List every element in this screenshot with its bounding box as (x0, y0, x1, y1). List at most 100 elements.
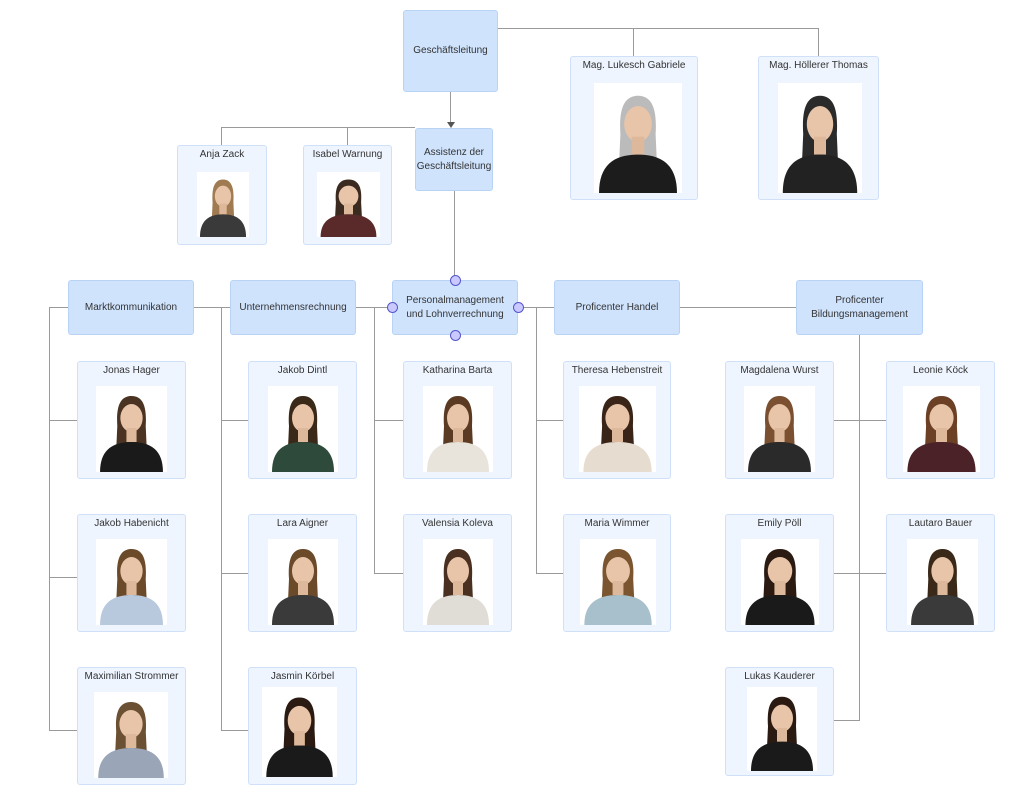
connector (221, 127, 415, 128)
connector (497, 28, 819, 29)
connection-handle-right[interactable] (513, 302, 524, 313)
dept-label: Proficenter Handel (575, 301, 659, 313)
person-name: Magdalena Wurst (740, 365, 819, 376)
person-silhouette-icon (272, 396, 334, 472)
dept-label: Marktkommunikation (84, 301, 178, 313)
person-card[interactable]: Jasmin Körbel (248, 667, 357, 785)
person-photo (744, 386, 815, 472)
person-photo (594, 83, 682, 193)
person-card[interactable]: Isabel Warnung (303, 145, 392, 245)
person-photo (747, 687, 817, 771)
person-silhouette-icon (427, 396, 489, 472)
person-card[interactable]: Jonas Hager (77, 361, 186, 479)
dept-label: Personalmanagement und Lohnverrechnung (406, 294, 504, 320)
person-silhouette-icon (782, 95, 858, 193)
person-card[interactable]: Maximilian Strommer (77, 667, 186, 785)
person-photo (317, 172, 380, 237)
person-name: Valensia Koleva (422, 518, 493, 529)
person-card[interactable]: Jakob Dintl (248, 361, 357, 479)
connector (49, 577, 77, 578)
connector (221, 730, 248, 731)
person-name: Katharina Barta (422, 365, 493, 376)
person-card[interactable]: Mag. Höllerer Thomas (758, 56, 879, 200)
dept-marktkommunikation[interactable]: Marktkommunikation (68, 280, 194, 335)
person-silhouette-icon (907, 396, 976, 472)
person-card[interactable]: Lara Aigner (248, 514, 357, 632)
person-name: Jonas Hager (103, 365, 160, 376)
person-name: Mag. Lukesch Gabriele (582, 60, 686, 71)
connector (454, 190, 455, 280)
person-silhouette-icon (911, 549, 974, 625)
connector (536, 420, 563, 421)
connection-handle-bottom[interactable] (450, 330, 461, 341)
person-silhouette-icon (272, 549, 334, 625)
person-card[interactable]: Anja Zack (177, 145, 267, 245)
person-silhouette-icon (427, 549, 489, 625)
person-photo (579, 386, 656, 472)
person-photo (741, 539, 819, 625)
node-geschaeftsleitung[interactable]: Geschäftsleitung (403, 10, 498, 92)
person-card[interactable]: Magdalena Wurst (725, 361, 834, 479)
connector (833, 573, 886, 574)
person-card[interactable]: Katharina Barta (403, 361, 512, 479)
person-name: Isabel Warnung (312, 149, 383, 160)
person-silhouette-icon (320, 179, 377, 237)
person-silhouette-icon (100, 396, 163, 472)
connector (536, 307, 537, 574)
person-photo (423, 386, 493, 472)
connector (49, 307, 50, 731)
person-name: Leonie Köck (912, 365, 969, 376)
person-card[interactable]: Jakob Habenicht (77, 514, 186, 632)
person-card[interactable]: Leonie Köck (886, 361, 995, 479)
person-card[interactable]: Maria Wimmer (563, 514, 671, 632)
connector (818, 28, 819, 56)
connector (374, 307, 375, 574)
person-photo (778, 83, 862, 193)
connector (49, 420, 77, 421)
arrow-icon (447, 122, 455, 128)
person-card[interactable]: Mag. Lukesch Gabriele (570, 56, 698, 200)
person-card[interactable]: Lukas Kauderer (725, 667, 834, 776)
person-card[interactable]: Emily Pöll (725, 514, 834, 632)
person-silhouette-icon (748, 396, 811, 472)
connector (49, 730, 77, 731)
person-silhouette-icon (266, 697, 333, 777)
connector (221, 307, 222, 731)
dept-proficenter-bildung[interactable]: Proficenter Bildungsmanagement (796, 280, 923, 335)
node-assistenz[interactable]: Assistenz der Geschäftsleitung (415, 128, 493, 191)
connector (536, 573, 563, 574)
person-photo (268, 539, 338, 625)
person-name: Emily Pöll (757, 518, 802, 529)
connector (450, 91, 451, 126)
person-name: Mag. Höllerer Thomas (769, 60, 868, 71)
dept-proficenter-handel[interactable]: Proficenter Handel (554, 280, 680, 335)
connector (221, 573, 248, 574)
person-name: Maria Wimmer (584, 518, 650, 529)
person-name: Jakob Habenicht (94, 518, 169, 529)
person-photo (268, 386, 338, 472)
connector (347, 127, 348, 145)
person-name: Lukas Kauderer (744, 671, 815, 682)
person-silhouette-icon (599, 95, 677, 193)
connector (633, 28, 634, 56)
person-silhouette-icon (583, 396, 652, 472)
dept-unternehmensrechnung[interactable]: Unternehmensrechnung (230, 280, 356, 335)
connector (221, 127, 222, 145)
connector (374, 573, 403, 574)
person-card[interactable]: Lautaro Bauer (886, 514, 995, 632)
person-photo (94, 692, 168, 778)
person-photo (197, 172, 249, 237)
person-card[interactable]: Valensia Koleva (403, 514, 512, 632)
person-photo (262, 687, 337, 777)
person-photo (423, 539, 493, 625)
person-photo (96, 386, 167, 472)
node-label: Geschäftsleitung (413, 45, 488, 56)
node-label: Assistenz der Geschäftsleitung (416, 146, 492, 172)
connection-handle-left[interactable] (387, 302, 398, 313)
person-name: Anja Zack (199, 149, 245, 160)
connection-handle-top[interactable] (450, 275, 461, 286)
connector (833, 720, 860, 721)
person-silhouette-icon (100, 549, 163, 625)
dept-personalmanagement[interactable]: Personalmanagement und Lohnverrechnung (392, 280, 518, 335)
person-card[interactable]: Theresa Hebenstreit (563, 361, 671, 479)
